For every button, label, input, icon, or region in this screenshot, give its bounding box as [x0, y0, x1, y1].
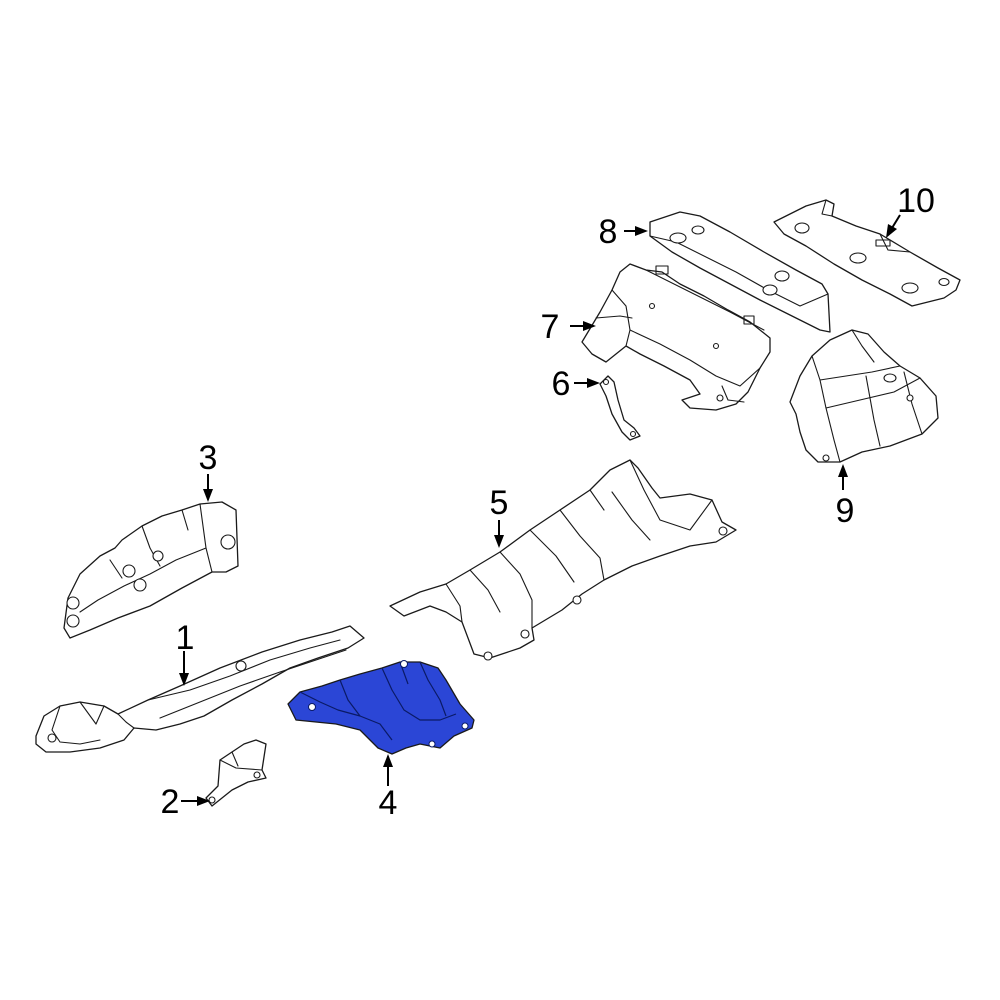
callout-label-6: 6: [552, 365, 571, 403]
part-10-heat-shield[interactable]: [773, 199, 961, 307]
callout-label-1: 1: [176, 619, 195, 657]
callout-label-3: 3: [199, 439, 218, 477]
callout-label-5: 5: [490, 484, 509, 522]
callout-6: 6: [552, 365, 600, 403]
callout-3: 3: [199, 439, 218, 502]
callout-label-8: 8: [599, 213, 618, 251]
part-4-heat-shield-highlighted[interactable]: [287, 660, 475, 755]
callout-1: 1: [176, 619, 195, 686]
callout-2: 2: [161, 783, 210, 821]
callout-5: 5: [490, 484, 509, 548]
callout-label-4: 4: [379, 784, 398, 822]
callout-4: 4: [379, 754, 398, 822]
callout-8: 8: [599, 213, 648, 251]
callout-9: 9: [836, 464, 855, 530]
part-1-heat-shield[interactable]: [35, 625, 365, 753]
part-4-body: [287, 661, 475, 755]
part-3-heat-shield[interactable]: [63, 501, 239, 639]
part-9-heat-shield[interactable]: [789, 329, 939, 463]
part-7-heat-shield[interactable]: [581, 263, 771, 411]
callout-7: 7: [541, 308, 596, 346]
part-5-tunnel-shield[interactable]: [389, 459, 737, 661]
callout-label-2: 2: [161, 783, 180, 821]
callout-label-10: 10: [897, 182, 935, 220]
callout-label-7: 7: [541, 308, 560, 346]
callout-10: 10: [886, 182, 935, 238]
part-6-strap[interactable]: [599, 375, 641, 441]
callout-label-9: 9: [836, 492, 855, 530]
part-8-heat-shield[interactable]: [649, 211, 831, 333]
part-2-bracket[interactable]: [205, 739, 267, 807]
